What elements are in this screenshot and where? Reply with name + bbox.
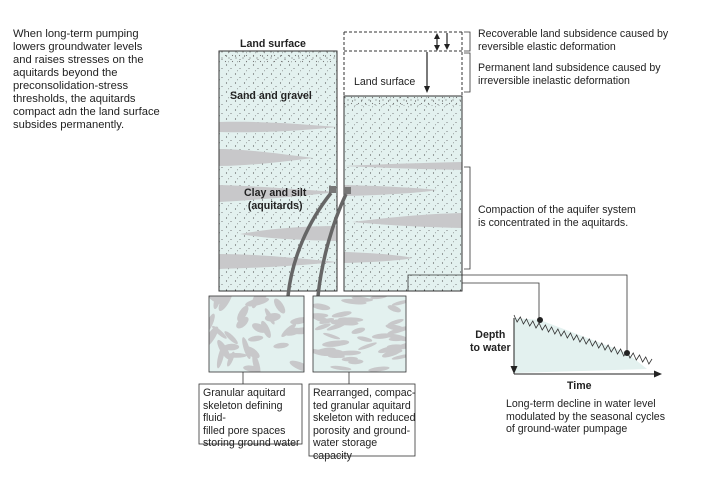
clay-grain xyxy=(339,317,364,323)
clay-grain xyxy=(281,323,297,338)
clay-grain xyxy=(358,342,377,350)
left-clay-lens-5 xyxy=(219,254,337,269)
clay-grain xyxy=(236,316,249,329)
graph-point-start xyxy=(537,317,543,323)
left-clay-lens-2 xyxy=(219,149,313,166)
left-land-surface-label: Land surface xyxy=(240,38,306,50)
time-axis-label: Time xyxy=(567,380,592,392)
clay-grain xyxy=(212,325,227,339)
clay-grain xyxy=(209,326,219,348)
clay-grain xyxy=(368,366,390,372)
right-clay-lens-4 xyxy=(344,252,412,263)
right-clay-lens-3 xyxy=(352,213,462,228)
depth-axis-arrow xyxy=(510,366,518,374)
clay-grain xyxy=(387,326,406,335)
clay-grain xyxy=(330,365,352,371)
clay-grain xyxy=(273,298,286,314)
clay-grain xyxy=(227,351,235,367)
intro-paragraph: When long-term pumping lowers groundwate… xyxy=(13,28,160,131)
clay-grain xyxy=(386,344,405,350)
column-to-graph-line xyxy=(462,282,540,318)
clay-grain xyxy=(252,354,261,372)
clay-grain xyxy=(290,317,304,325)
left-sample-marker xyxy=(329,186,336,193)
clay-grain xyxy=(351,327,366,334)
rearranged-caption: Rearranged, compac- ted granular aquitar… xyxy=(313,387,416,462)
clay-grain xyxy=(224,331,238,345)
permanent-annotation: Permanent land subsidence caused by irre… xyxy=(478,62,661,87)
clay-grain xyxy=(247,335,264,342)
subsidence-arrows xyxy=(424,33,450,93)
clay-grain xyxy=(218,296,233,311)
clay-grain xyxy=(213,296,221,310)
left-clay-lens-1 xyxy=(219,121,337,133)
graph-caption: Long-term decline in water level modulat… xyxy=(506,398,665,435)
clay-grain xyxy=(323,332,341,340)
time-axis-arrow xyxy=(654,370,662,378)
right-connector xyxy=(316,193,348,297)
clay-grain xyxy=(371,333,393,339)
clay-grain xyxy=(289,360,304,372)
clay-grain xyxy=(244,346,260,359)
clay-grain xyxy=(370,296,388,300)
clay-grain xyxy=(387,305,401,313)
left-surface-soil xyxy=(219,51,337,63)
rearranged-caption-box xyxy=(308,383,416,457)
right-clay-lens-2 xyxy=(344,185,437,196)
sand-gravel-label: Sand and gravel xyxy=(230,90,312,102)
clay-grain xyxy=(353,298,374,302)
clay-grain xyxy=(217,339,231,360)
compaction-annotation: Compaction of the aquifer system is conc… xyxy=(478,204,636,229)
decline-area xyxy=(514,318,647,373)
clay-grain xyxy=(223,343,240,351)
clay-grain xyxy=(251,296,261,309)
clay-grain xyxy=(391,299,406,306)
water-level-graph xyxy=(510,314,662,378)
left-column-border xyxy=(218,50,338,292)
clay-grain xyxy=(237,305,249,322)
clay-grain xyxy=(273,342,289,349)
left-column-sand-dots xyxy=(219,51,337,291)
granular-caption: Granular aquitard skeleton defining flui… xyxy=(203,387,300,449)
annotation-brackets xyxy=(464,31,471,270)
graph-point-end xyxy=(624,350,630,356)
left-connector xyxy=(286,191,333,297)
right-land-surface-label: Land surface xyxy=(354,76,416,88)
clay-grain xyxy=(388,337,404,342)
clay-grain xyxy=(348,359,364,365)
clay-grain xyxy=(315,347,336,355)
left-clay-lens-3 xyxy=(219,185,337,202)
granular-caption-box xyxy=(198,383,303,445)
clay-grain xyxy=(209,313,215,333)
clay-grain xyxy=(382,348,402,358)
clay-grain xyxy=(319,318,335,324)
left-column xyxy=(218,50,338,292)
right-clay-lens-1 xyxy=(344,162,462,170)
clay-grain xyxy=(357,336,373,342)
clay-grain xyxy=(331,311,352,318)
recoverable-annotation: Recoverable land subsidence caused by re… xyxy=(478,28,669,53)
granular-inset xyxy=(208,295,305,373)
compacted-inset xyxy=(312,295,407,373)
depth-to-water-label: Depth to water xyxy=(470,329,511,354)
clay-grain xyxy=(387,318,404,326)
clay-grain xyxy=(313,303,331,311)
clay-grain xyxy=(334,340,350,346)
clay-grain xyxy=(322,352,345,358)
clay-grain xyxy=(314,323,331,331)
clay-silt-label: Clay and silt (aquitards) xyxy=(244,187,307,212)
clay-grain xyxy=(264,308,275,325)
right-column xyxy=(343,31,463,292)
column-to-graph-line-2 xyxy=(407,274,628,353)
clay-grain xyxy=(290,327,304,335)
seasonal-water-level-line xyxy=(513,314,653,365)
clay-grain xyxy=(252,323,267,333)
right-sample-marker xyxy=(344,187,351,194)
left-clay-lens-4 xyxy=(240,226,337,241)
right-surface-soil xyxy=(344,96,462,106)
